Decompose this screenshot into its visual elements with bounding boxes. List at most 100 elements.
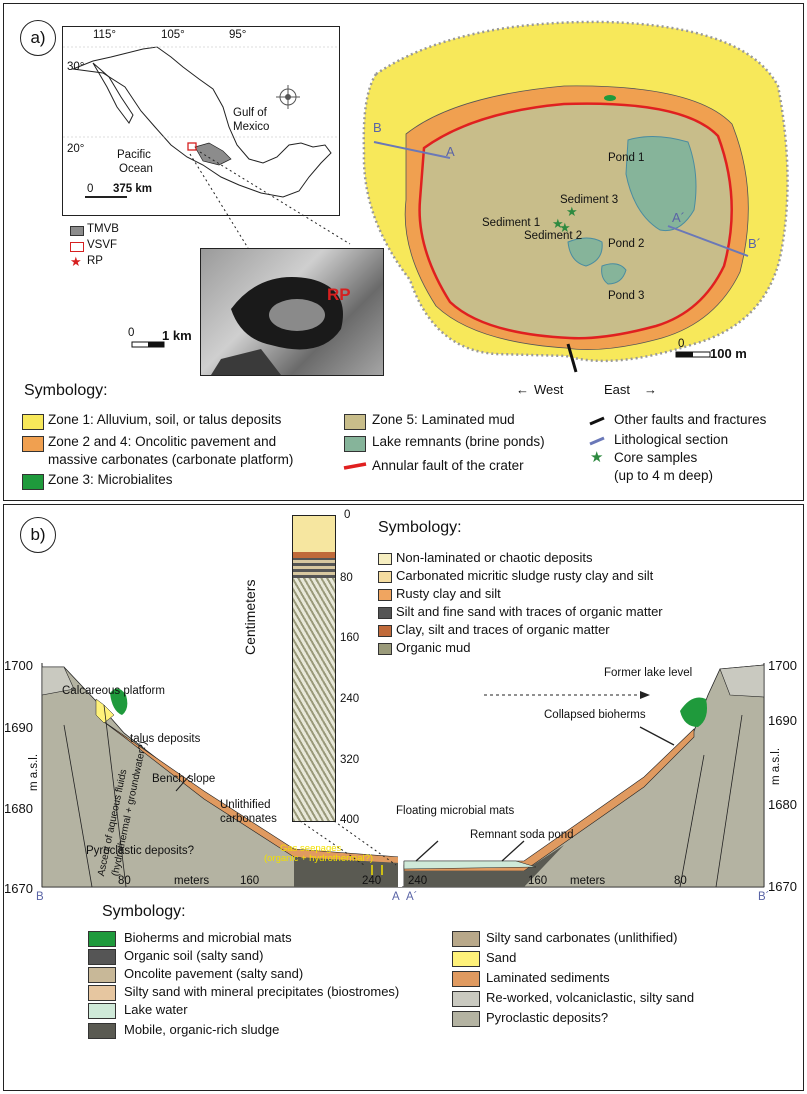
gulf-label-1: Gulf of [233,107,267,119]
sediment-core [292,515,336,822]
dem-scale-zero: 0 [128,327,135,339]
pond-3-label: Pond 3 [608,290,645,302]
silt-sand-label: Silt and fine sand with traces of organi… [396,604,663,619]
annular-fault-swatch [343,462,367,470]
dem-image: RP [200,248,384,376]
sediment-1-star-icon: ★ [552,216,564,231]
endpoint-a: A [392,891,400,903]
mexico-outline [63,46,339,198]
x-right-80: 80 [674,875,687,887]
zone3-label: Zone 3: Microbialites [48,472,173,487]
core-tick-400: 400 [340,814,360,826]
sludge-label: Mobile, organic-rich sludge [124,1022,280,1037]
chaotic-label: Non-laminated or chaotic deposits [396,550,593,565]
x-left-240: 240 [362,875,382,887]
y-right-1700: 1700 [768,658,797,673]
west-arrow-icon: ← [516,382,529,397]
calcareous-label: Calcareous platform [62,685,165,697]
y-left-1670: 1670 [4,881,33,896]
section-b-prime-label: B´ [748,236,761,251]
zone24-label: Zone 2 and 4: Oncolitic pavement and [48,434,277,449]
reworked-swatch [452,991,480,1007]
lon-95: 95° [229,29,247,41]
y-label-left: m a.s.l. [28,753,40,791]
gas-label-1: Gas seepages [280,843,342,854]
leader-lines [189,151,351,249]
panel-b: b) Centimeters 0 80 160 240 320 400 Symb… [3,504,804,1091]
sediment-1-label: Sediment 1 [482,217,541,229]
x-right-160: 160 [528,875,548,887]
lake-remnants-label: Lake remnants (brine ponds) [372,434,545,449]
former-lake-label: Former lake level [604,667,693,679]
silt-sand-swatch [378,607,392,619]
organic-mud-swatch [378,643,392,655]
east-label: East [604,382,631,397]
sediment-2-label: Sediment 2 [524,230,583,242]
zone5-swatch [344,414,366,430]
sand-swatch [452,951,480,967]
core-samples-label-2: (up to 4 m deep) [614,468,714,483]
organic-soil-swatch [88,949,116,965]
silty-sand-label: Silty sand with mineral precipitates (bi… [124,984,400,999]
floating-label: Floating microbial mats [396,805,515,817]
cross-section [41,663,765,888]
pyroclastic-label: Pyroclastic deposits? [86,845,195,857]
x-left-160: 160 [240,875,260,887]
oncolite-label: Oncolite pavement (salty sand) [124,966,304,981]
inset-scale-zero: 0 [87,183,94,195]
core-sample-star-icon: ★ [590,449,604,466]
zone24-label-2: massive carbonates (carbonate platform) [48,452,294,467]
dem-scale-label: 1 km [162,328,192,343]
lake-water-label: Lake water [124,1002,188,1017]
core-tick-160: 160 [340,632,360,644]
dem-scale-bar [131,341,165,348]
rp-star-icon: ★ [70,254,82,269]
endpoint-b-prime: B´ [758,891,770,903]
sediment-2-star-icon: ★ [559,220,571,235]
bioherms-label: Bioherms and microbial mats [124,930,292,945]
x-unit-right: meters [570,875,606,887]
remnant-label: Remnant soda pond [470,829,574,841]
silty-sand-swatch [88,985,116,1001]
vsvf-swatch [70,242,84,252]
pond-1-label: Pond 1 [608,152,645,164]
lake-water-swatch [88,1003,116,1019]
gulf-label-2: Mexico [233,121,270,133]
laminated-label: Laminated sediments [486,970,610,985]
endpoint-a-prime: A´ [406,891,418,903]
crater-scale-zero: 0 [678,338,685,350]
other-faults-label: Other faults and fractures [614,412,767,427]
lake-remnants-swatch [344,436,366,452]
pyroclastic-legend-label: Pyroclastic deposits? [486,1010,609,1025]
x-right-240: 240 [408,875,428,887]
lat-30: 30° [67,61,85,73]
ocean-label-2: Ocean [119,163,153,175]
panel-b-label: b) [20,517,56,553]
section-a-prime-label: A´ [672,210,685,225]
inset-map: 115° 105° 95° 30° 20° Gulf of Mexico Pac… [62,26,340,216]
clay-silt-label: Clay, silt and traces of organic matter [396,622,610,637]
micritic-label: Carbonated micritic sludge rusty clay an… [396,568,654,583]
rp-label: RP [87,255,103,267]
panel-a-label: a) [20,20,56,56]
core-symbology-title: Symbology: [378,519,462,536]
zone3-swatch [22,474,44,490]
silty-carbonates-swatch [452,931,480,947]
organic-mud-label: Organic mud [396,640,471,655]
vsvf-label: VSVF [87,239,118,251]
sludge-swatch [88,1023,116,1039]
pyroclastic-swatch [452,1011,480,1027]
sand-label: Sand [486,950,517,965]
crater-map [362,20,789,373]
core-tick-0: 0 [344,509,351,521]
unlithified-label-2: carbonates [220,813,277,825]
symbology-title-a: Symbology: [24,382,108,399]
west-label: West [534,382,564,397]
inset-scale-label: 375 km [113,183,153,195]
lat-20: 20° [67,143,85,155]
lon-105: 105° [161,29,185,41]
core-tick-240: 240 [340,693,360,705]
endpoint-b: B [36,891,44,903]
crater-scale-label: 100 m [710,346,747,361]
ocean-label-1: Pacific [117,149,151,161]
